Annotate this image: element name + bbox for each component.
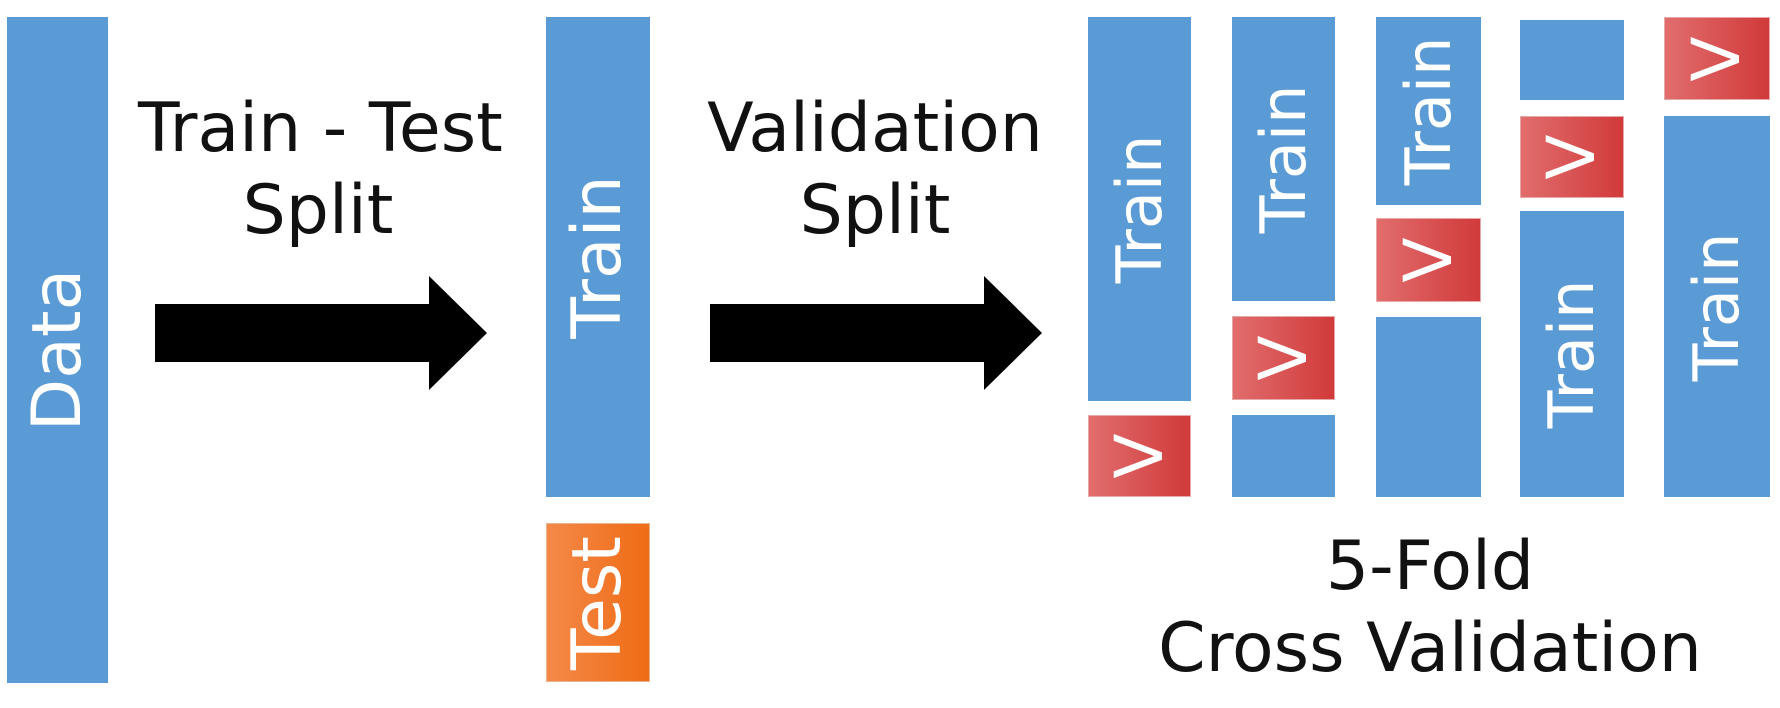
- fold-3-validation-label: V: [1389, 237, 1467, 283]
- fold-5-train-block: Train: [1664, 116, 1770, 497]
- fold-3-train-block: Train: [1376, 17, 1481, 205]
- fold-3-train-label: Train: [1391, 36, 1465, 186]
- fold-5-validation-block: V: [1664, 17, 1770, 100]
- fold-2-validation-label: V: [1244, 335, 1322, 381]
- fold-2-train-block-lower: [1232, 415, 1335, 497]
- train-block: Train: [546, 17, 650, 497]
- train-test-split-line2: Split: [242, 171, 394, 250]
- train-test-split-arrow: [155, 276, 487, 390]
- train-test-split-line1: Train - Test: [138, 89, 503, 168]
- validation-split-line2: Split: [799, 171, 951, 250]
- arrow-shape: [155, 276, 487, 390]
- fold-4-validation-block: V: [1520, 116, 1624, 198]
- fold-4-validation-label: V: [1533, 134, 1610, 180]
- cross-validation-line1: 5-Fold: [1325, 527, 1535, 606]
- fold-3-train-block-lower: [1376, 317, 1481, 497]
- cross-validation-caption: 5-Fold Cross Validation: [1150, 526, 1710, 690]
- fold-1-validation-block: V: [1088, 415, 1191, 497]
- data-block: Data: [7, 17, 108, 683]
- fold-4-train-label: Train: [1535, 279, 1608, 429]
- cross-validation-line2: Cross Validation: [1158, 609, 1702, 688]
- arrow-shape: [710, 276, 1042, 390]
- train-label: Train: [558, 175, 637, 339]
- fold-1-validation-label: V: [1100, 433, 1178, 479]
- test-block: Test: [546, 523, 650, 682]
- validation-split-line1: Validation: [707, 89, 1043, 168]
- test-label: Test: [558, 535, 637, 670]
- fold-5-train-label: Train: [1680, 232, 1753, 381]
- fold-2-validation-block: V: [1232, 316, 1335, 400]
- fold-2-train-label: Train: [1246, 84, 1320, 234]
- data-label: Data: [17, 268, 97, 432]
- fold-4-train-block-upper: [1520, 20, 1624, 100]
- validation-split-caption: Validation Split: [690, 88, 1060, 252]
- fold-5-validation-label: V: [1678, 35, 1755, 82]
- fold-1-train-label: Train: [1102, 134, 1176, 284]
- fold-1-train-block: Train: [1088, 17, 1191, 401]
- fold-3-validation-block: V: [1376, 218, 1481, 302]
- validation-split-arrow: [710, 276, 1042, 390]
- fold-4-train-block: Train: [1520, 211, 1624, 497]
- fold-2-train-block: Train: [1232, 17, 1335, 301]
- train-test-split-caption: Train - Test Split: [138, 88, 503, 252]
